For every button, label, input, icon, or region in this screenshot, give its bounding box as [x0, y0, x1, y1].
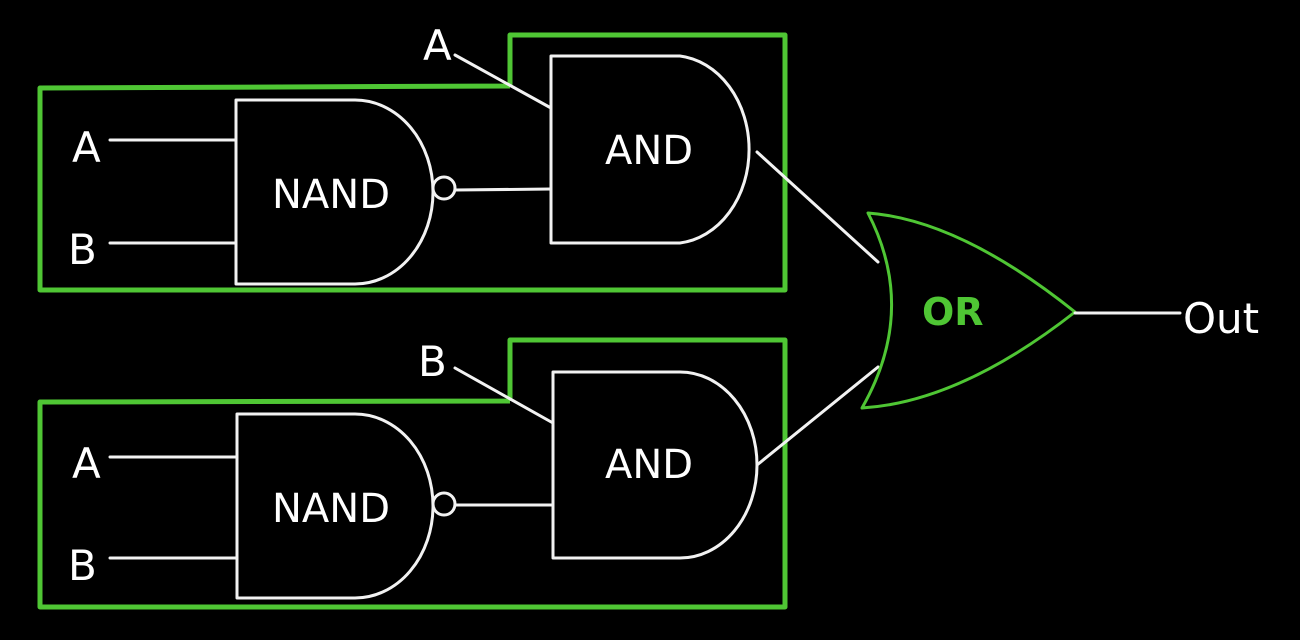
bottom-nand-bubble [431, 491, 457, 517]
bottom-and-input-label: B [418, 337, 447, 386]
top-and-label: AND [605, 128, 693, 174]
bottom-nand-gate [235, 412, 435, 600]
top-and-to-or-wire [755, 150, 880, 264]
bottom-nand-input-a-label: A [72, 439, 101, 488]
bottom-and-to-or-wire [755, 365, 880, 467]
top-nand-gate [234, 98, 435, 286]
top-nand-input-b-label: B [68, 225, 97, 274]
top-nand-label: NAND [272, 172, 390, 218]
top-nand-bubble [431, 175, 457, 201]
or-label: OR [922, 290, 984, 334]
top-and-input-label: A [423, 21, 452, 70]
bottom-nand-label: NAND [272, 486, 390, 532]
top-nand-to-and-wire [453, 187, 553, 192]
bottom-group-outline [37, 337, 788, 610]
bottom-nand-input-b-label: B [68, 541, 97, 590]
bottom-and-gate [551, 370, 759, 560]
bottom-and-label: AND [605, 442, 693, 488]
bottom-and-input-b-wire [453, 366, 555, 425]
top-nand-input-a-label: A [72, 123, 101, 172]
top-and-input-a-wire [453, 53, 553, 110]
output-label: Out [1183, 294, 1259, 343]
top-and-gate [549, 54, 751, 245]
top-group-outline [37, 32, 788, 293]
or-gate [860, 211, 1077, 410]
